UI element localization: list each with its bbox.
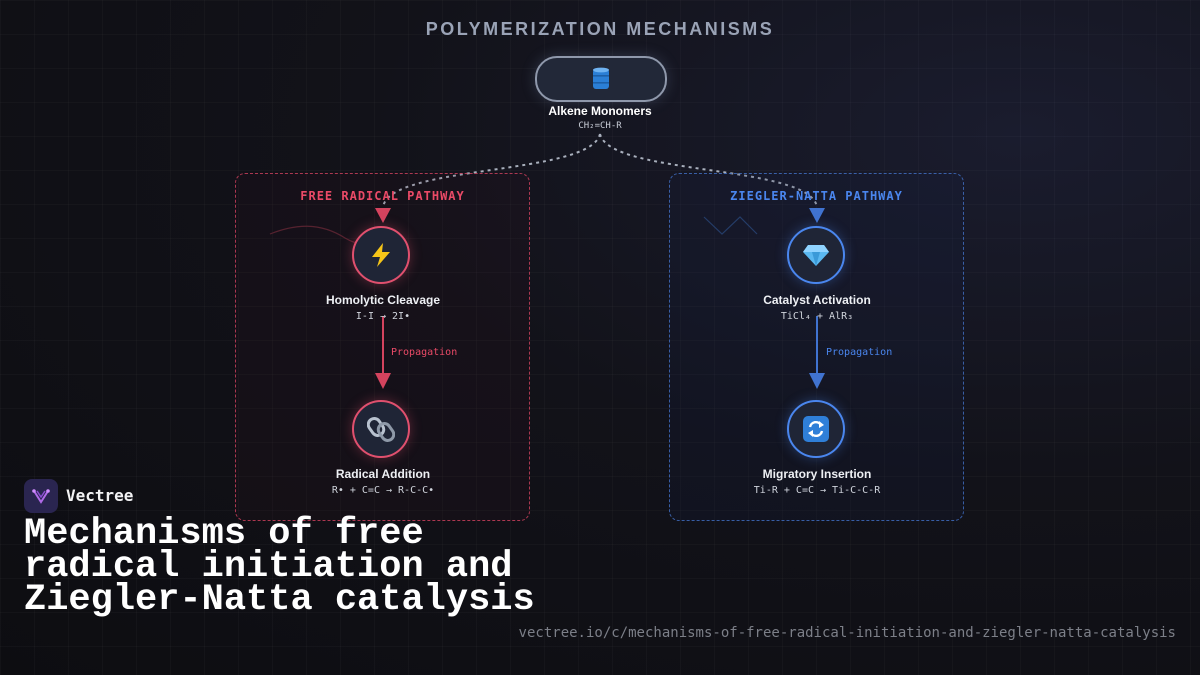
homolytic-cleavage-node [352, 226, 410, 284]
radical-propagation-label: Propagation [391, 347, 458, 358]
vectree-logo [24, 479, 58, 513]
radical-addition-formula: R• + C=C → R-C-C• [331, 485, 435, 496]
gem-icon [803, 245, 829, 266]
catalyst-activation-node [787, 226, 845, 284]
migratory-insertion-label: Migratory Insertion [762, 467, 872, 481]
homolytic-cleavage-label: Homolytic Cleavage [325, 293, 441, 307]
radical-addition-label: Radical Addition [335, 467, 431, 481]
headline: Mechanisms of free radical initiation an… [24, 513, 535, 621]
monomer-label: Alkene Monomers [548, 104, 652, 118]
monomer-node [535, 56, 667, 102]
vectree-logo-icon [32, 489, 50, 504]
zn-propagation-label: Propagation [826, 347, 893, 358]
catalyst-activation-formula: TiCl₄ + AlR₃ [780, 311, 854, 322]
page-title: POLYMERIZATION MECHANISMS [425, 19, 775, 39]
lightning-icon [372, 243, 390, 267]
radical-addition-node [352, 400, 410, 458]
monomer-formula: CH₂=CH-R [578, 121, 622, 131]
oil-drum-icon [593, 67, 609, 89]
migratory-insertion-node [787, 400, 845, 458]
homolytic-cleavage-formula: I-I → 2I• [355, 311, 411, 322]
catalyst-activation-label: Catalyst Activation [763, 293, 871, 307]
chain-link-icon [367, 417, 395, 442]
brand-name: Vectree [66, 486, 134, 505]
radical-pathway-title: FREE RADICAL PATHWAY [300, 189, 465, 203]
migratory-insertion-formula: Ti-R + C=C → Ti-C-C-R [753, 485, 881, 496]
cycle-arrows-icon [803, 416, 829, 442]
zn-pathway-title: ZIEGLER-NATTA PATHWAY [730, 189, 903, 203]
page-url[interactable]: vectree.io/c/mechanisms-of-free-radical-… [518, 625, 1176, 641]
